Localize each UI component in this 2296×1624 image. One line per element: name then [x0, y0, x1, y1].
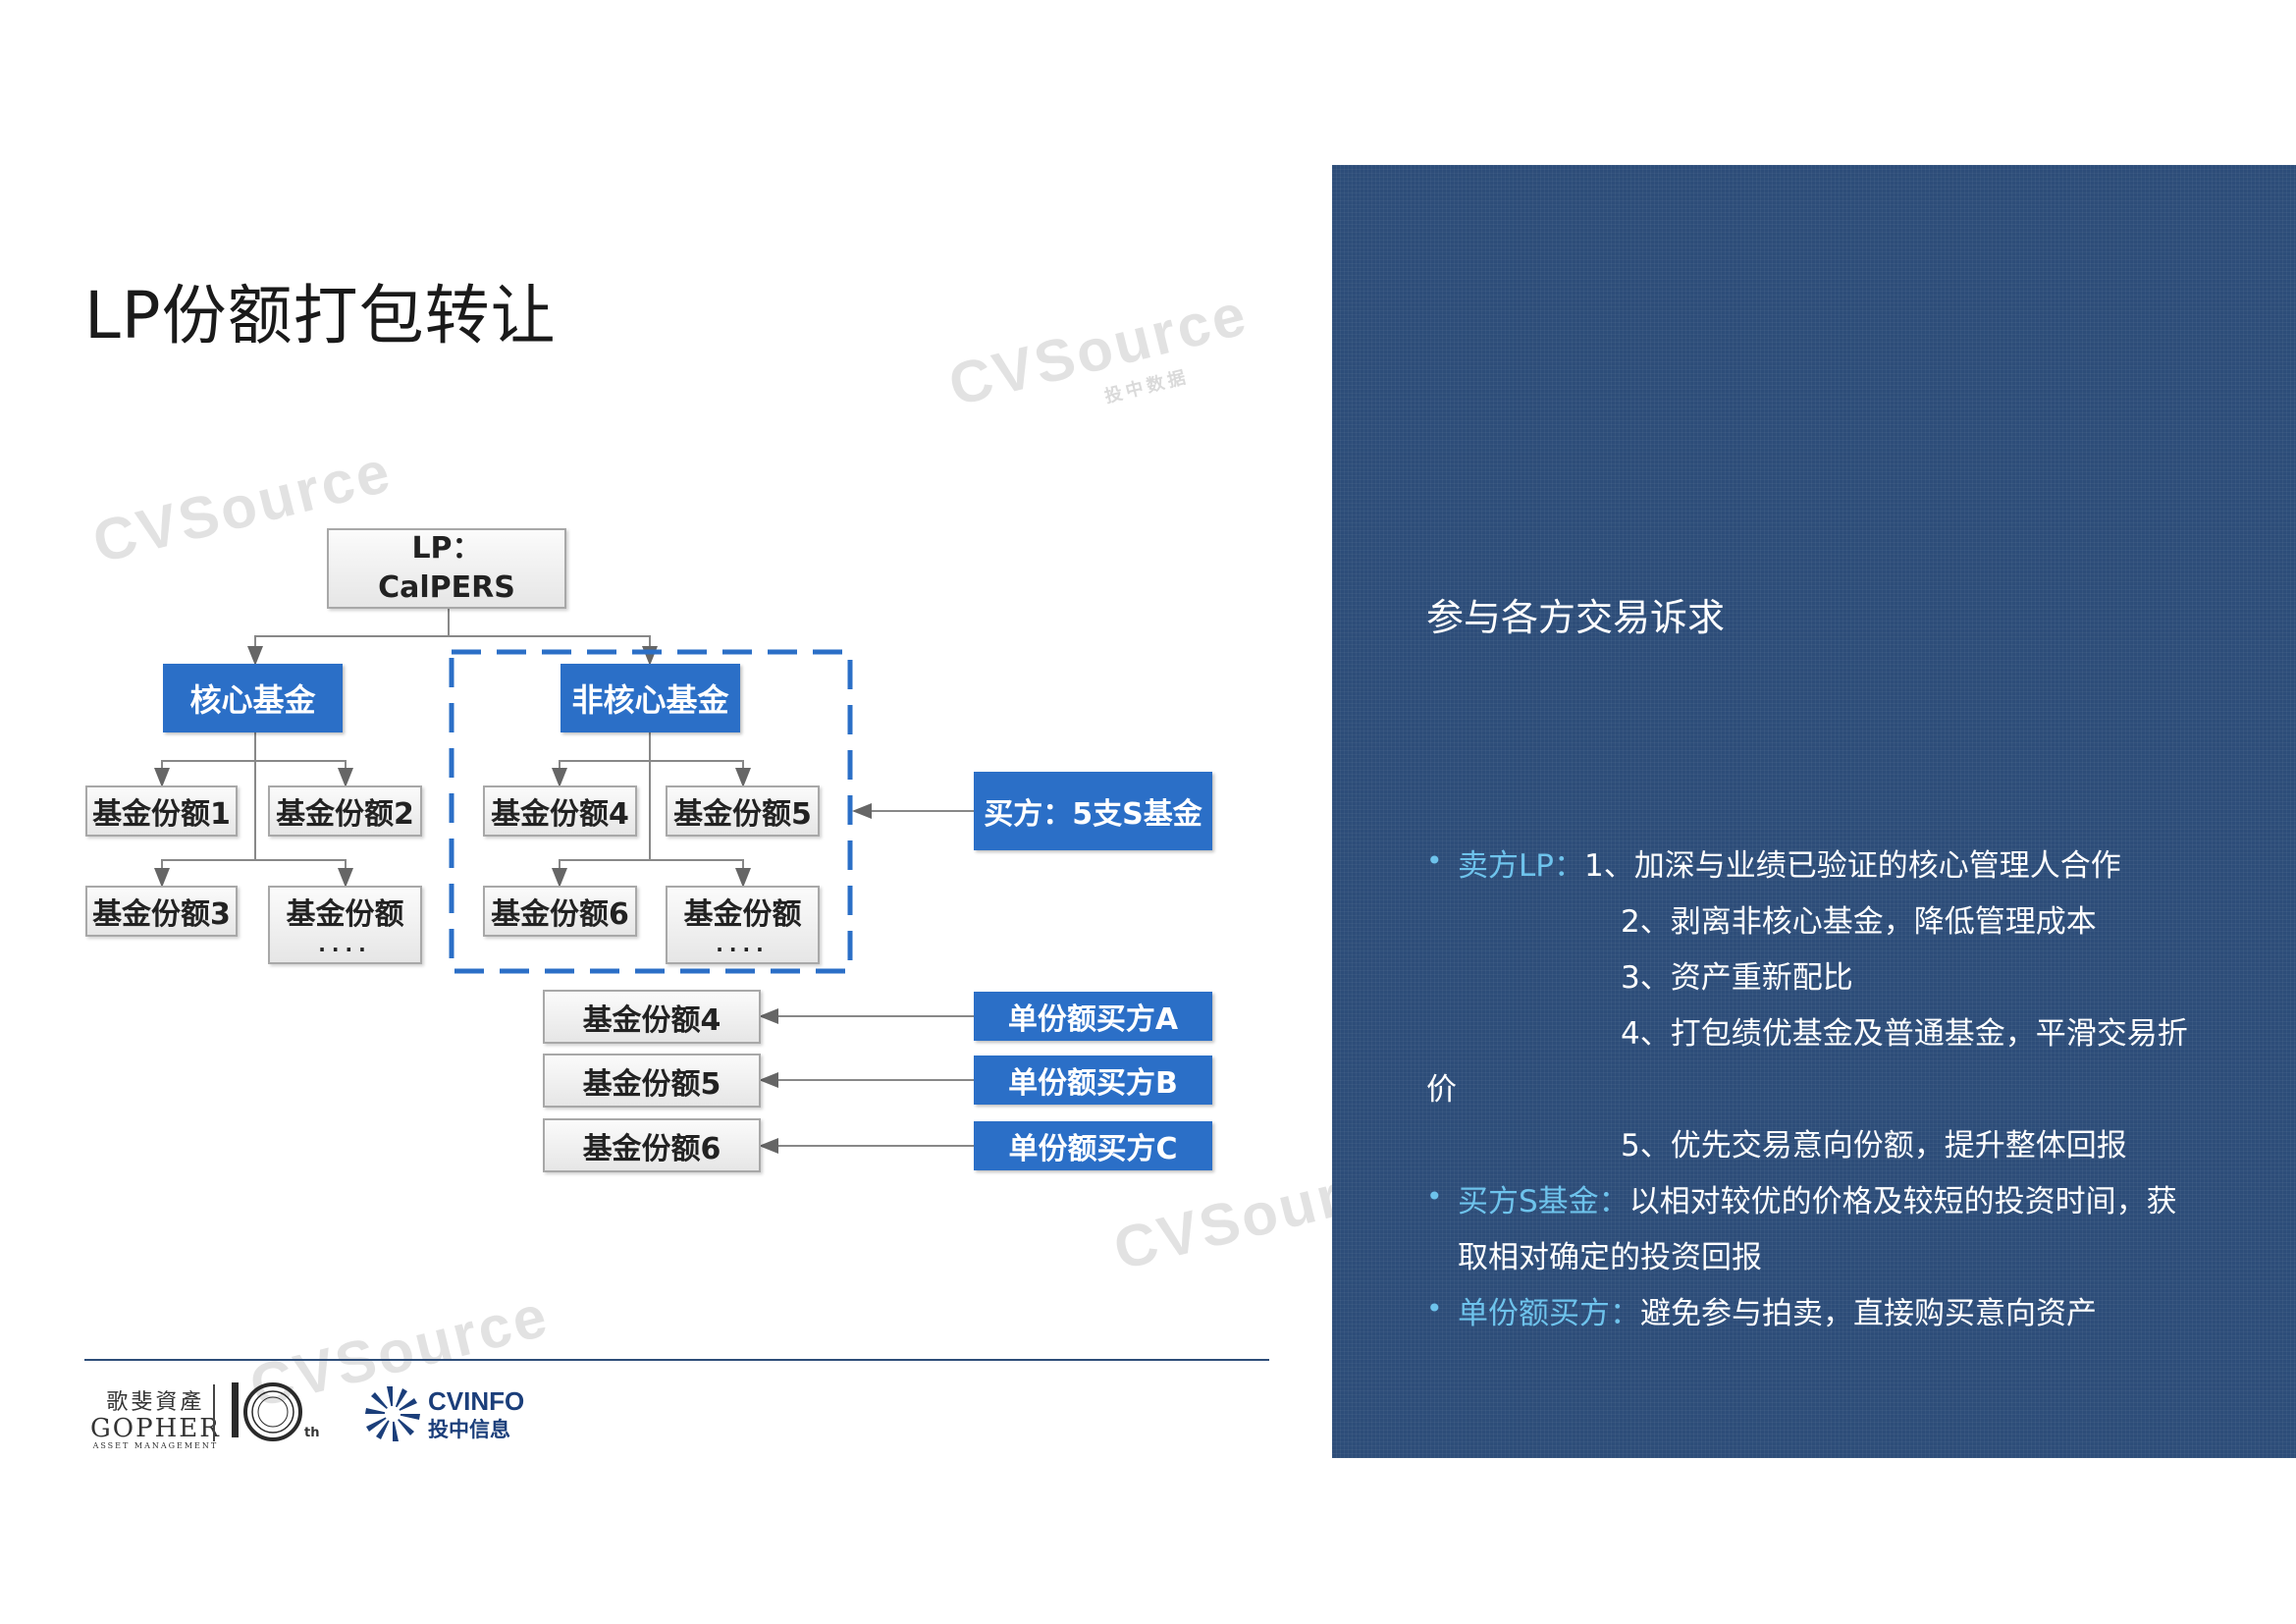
demands-panel: 参与各方交易诉求 • 卖方LP：1、加深与业绩已验证的核心管理人合作 2、剥离非… — [1332, 165, 2296, 1458]
seller-demand-4-wrap: 价 — [1426, 1072, 1457, 1108]
fund-share-4: 基金份额4 — [483, 785, 637, 837]
cvinfo-burst-icon — [365, 1386, 420, 1441]
seller-demand-4: 4、打包绩优基金及普通基金，平滑交易折 — [1621, 1016, 2188, 1052]
s-fund-demand-wrap: 取相对确定的投资回报 — [1458, 1240, 1762, 1275]
footer-divider — [84, 1359, 1269, 1361]
tenth-anniversary-logo: th — [228, 1377, 326, 1445]
seller-demand: 卖方LP：1、加深与业绩已验证的核心管理人合作 — [1458, 848, 2121, 884]
core-fund-node: 核心基金 — [163, 664, 343, 732]
bullet-dot-icon: • — [1426, 1180, 1443, 1213]
cvinfo-logo-text: CVINFO — [428, 1386, 525, 1416]
fund-share-1: 基金份额1 — [85, 785, 238, 837]
lone-share-6: 基金份额6 — [543, 1118, 761, 1172]
seller-demand-3: 3、资产重新配比 — [1621, 960, 1853, 996]
fund-share-2: 基金份额2 — [268, 785, 422, 837]
buyer-s-funds-node: 买方：5支S基金 — [974, 772, 1212, 850]
fund-share-5: 基金份额5 — [666, 785, 820, 837]
gopher-logo: 歌斐資產 GOPHER ASSET MANAGEMENT — [90, 1390, 221, 1450]
lone-share-5: 基金份额5 — [543, 1054, 761, 1108]
seller-demand-2: 2、剥离非核心基金，降低管理成本 — [1621, 904, 2097, 940]
cvinfo-logo-cn: 投中信息 — [428, 1418, 510, 1441]
org-diagram: LP： CalPERS 核心基金 非核心基金 基金份额1 基金份额2 基金份额3… — [0, 0, 1276, 1227]
fund-share-more-left: 基金份额 .... — [268, 886, 422, 964]
seller-demand-5: 5、优先交易意向份额，提升整体回报 — [1621, 1128, 2127, 1164]
single-buyer-b-node: 单份额买方B — [974, 1056, 1212, 1105]
fund-share-more-right: 基金份额 .... — [666, 886, 820, 964]
bullet-dot-icon: • — [1426, 1292, 1443, 1325]
page-title: LP份额打包转让 — [84, 278, 557, 353]
fund-share-6: 基金份额6 — [483, 886, 637, 937]
single-buyer-demand: 单份额买方：避免参与拍卖，直接购买意向资产 — [1458, 1296, 2097, 1331]
panel-heading: 参与各方交易诉求 — [1426, 596, 1726, 639]
single-buyer-a-node: 单份额买方A — [974, 992, 1212, 1041]
connector-lines — [154, 609, 974, 1154]
noncore-fund-node: 非核心基金 — [561, 664, 740, 732]
lp-calpers-node: LP： CalPERS — [327, 528, 566, 609]
fund-share-3: 基金份额3 — [85, 886, 238, 937]
single-buyer-c-node: 单份额买方C — [974, 1121, 1212, 1170]
lone-share-4: 基金份额4 — [543, 990, 761, 1044]
s-fund-demand: 买方S基金：以相对较优的价格及较短的投资时间，获 — [1458, 1184, 2177, 1219]
logo-separator — [213, 1384, 215, 1441]
bullet-dot-icon: • — [1426, 844, 1443, 877]
